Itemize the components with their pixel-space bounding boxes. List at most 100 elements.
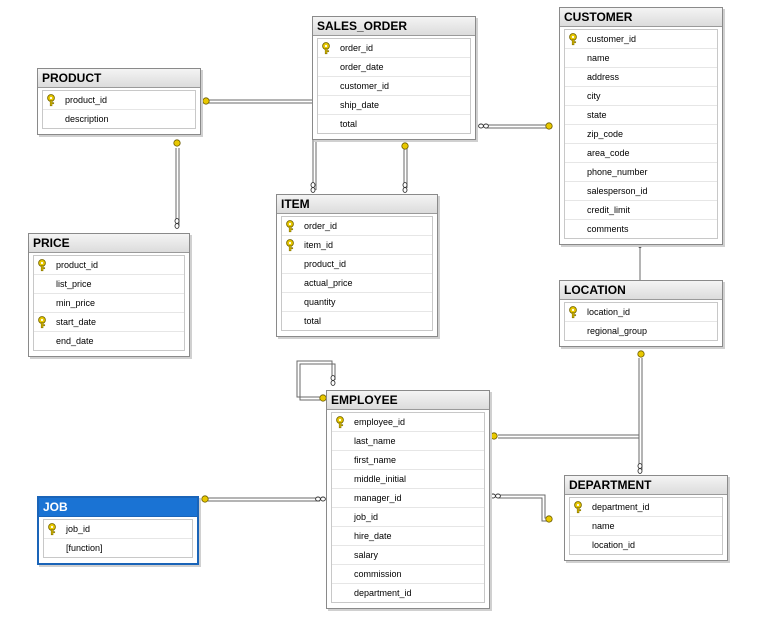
column-row[interactable]: commission bbox=[332, 565, 484, 584]
primary-key-icon bbox=[568, 305, 582, 319]
column-row[interactable]: quantity bbox=[282, 293, 432, 312]
infinity-end-icon bbox=[490, 493, 496, 499]
column-row[interactable]: middle_initial bbox=[332, 470, 484, 489]
column-name: order_date bbox=[340, 62, 384, 72]
column-name: state bbox=[587, 110, 607, 120]
column-row[interactable]: customer_id bbox=[565, 30, 717, 49]
table-title[interactable]: PRODUCT bbox=[38, 69, 200, 88]
column-name: first_name bbox=[354, 455, 397, 465]
column-row[interactable]: product_id bbox=[282, 255, 432, 274]
infinity-end-icon bbox=[310, 182, 316, 188]
column-row[interactable]: phone_number bbox=[565, 163, 717, 182]
primary-key-icon bbox=[37, 258, 51, 272]
table-job[interactable]: JOB job_id[function] bbox=[37, 496, 199, 565]
rel-department-employee[interactable] bbox=[498, 494, 552, 522]
column-row[interactable]: ship_date bbox=[318, 96, 470, 115]
column-row[interactable]: name bbox=[565, 49, 717, 68]
column-row[interactable]: item_id bbox=[282, 236, 432, 255]
column-row[interactable]: total bbox=[282, 312, 432, 330]
column-row[interactable]: department_id bbox=[570, 498, 722, 517]
column-row[interactable]: zip_code bbox=[565, 125, 717, 144]
column-row[interactable]: customer_id bbox=[318, 77, 470, 96]
column-row[interactable]: product_id bbox=[34, 256, 184, 275]
column-row[interactable]: credit_limit bbox=[565, 201, 717, 220]
column-name: total bbox=[304, 316, 322, 326]
table-title[interactable]: SALES_ORDER bbox=[313, 17, 475, 36]
column-name: customer_id bbox=[340, 81, 390, 91]
column-row[interactable]: start_date bbox=[34, 313, 184, 332]
table-title[interactable]: ITEM bbox=[277, 195, 437, 214]
column-row[interactable]: city bbox=[565, 87, 717, 106]
column-row[interactable]: job_id bbox=[332, 508, 484, 527]
table-price[interactable]: PRICE product_id list_price min_price start_… bbox=[28, 233, 190, 357]
column-row[interactable]: last_name bbox=[332, 432, 484, 451]
primary-key-icon bbox=[568, 32, 582, 46]
column-row[interactable]: order_id bbox=[282, 217, 432, 236]
column-row[interactable]: salesperson_id bbox=[565, 182, 717, 201]
column-row[interactable]: order_date bbox=[318, 58, 470, 77]
column-row[interactable]: employee_id bbox=[332, 413, 484, 432]
table-title[interactable]: EMPLOYEE bbox=[327, 391, 489, 410]
column-row[interactable]: actual_price bbox=[282, 274, 432, 293]
column-row[interactable]: name bbox=[570, 517, 722, 536]
column-row[interactable]: comments bbox=[565, 220, 717, 238]
column-row[interactable]: list_price bbox=[34, 275, 184, 294]
table-title[interactable]: DEPARTMENT bbox=[565, 476, 727, 495]
column-row[interactable]: manager_id bbox=[332, 489, 484, 508]
table-sales-order[interactable]: SALES_ORDER order_id order_date customer_id… bbox=[312, 16, 476, 140]
rel-job-employee[interactable] bbox=[208, 497, 320, 502]
rel-customer-salesorder[interactable] bbox=[485, 124, 552, 129]
rel-product-item[interactable] bbox=[203, 99, 317, 190]
infinity-end-icon bbox=[174, 218, 180, 224]
column-name: salary bbox=[354, 550, 379, 560]
primary-key-icon bbox=[321, 41, 335, 55]
column-row[interactable]: location_id bbox=[565, 303, 717, 322]
key-end-icon bbox=[490, 432, 498, 440]
column-row[interactable]: end_date bbox=[34, 332, 184, 350]
column-row[interactable]: order_id bbox=[318, 39, 470, 58]
table-title[interactable]: PRICE bbox=[29, 234, 189, 253]
infinity-end-icon bbox=[402, 182, 408, 188]
column-name: commission bbox=[354, 569, 402, 579]
column-name: total bbox=[340, 119, 358, 129]
column-name: salesperson_id bbox=[587, 186, 648, 196]
column-row[interactable]: job_id bbox=[44, 520, 192, 539]
column-name: employee_id bbox=[354, 417, 406, 427]
column-name: start_date bbox=[56, 317, 97, 327]
table-title[interactable]: LOCATION bbox=[560, 281, 722, 300]
column-row[interactable]: location_id bbox=[570, 536, 722, 554]
column-row[interactable]: area_code bbox=[565, 144, 717, 163]
primary-key-icon bbox=[573, 500, 587, 514]
rel-employee-self[interactable] bbox=[296, 360, 336, 401]
rel-product-price[interactable] bbox=[175, 148, 180, 226]
column-row[interactable]: state bbox=[565, 106, 717, 125]
column-row[interactable]: total bbox=[318, 115, 470, 133]
column-row[interactable]: [function] bbox=[44, 539, 192, 557]
column-row[interactable]: min_price bbox=[34, 294, 184, 313]
rel-location-employee-department[interactable] bbox=[498, 358, 643, 470]
column-row[interactable]: salary bbox=[332, 546, 484, 565]
column-name: job_id bbox=[354, 512, 379, 522]
column-row[interactable]: product_id bbox=[43, 91, 195, 110]
infinity-end-icon bbox=[330, 375, 336, 381]
rel-salesorder-item[interactable] bbox=[403, 148, 408, 188]
column-row[interactable]: regional_group bbox=[565, 322, 717, 340]
column-row[interactable]: department_id bbox=[332, 584, 484, 602]
column-row[interactable]: hire_date bbox=[332, 527, 484, 546]
table-title[interactable]: JOB bbox=[39, 498, 197, 517]
column-row[interactable]: address bbox=[565, 68, 717, 87]
column-row[interactable]: description bbox=[43, 110, 195, 128]
table-title[interactable]: CUSTOMER bbox=[560, 8, 722, 27]
column-name: list_price bbox=[56, 279, 92, 289]
column-row[interactable]: first_name bbox=[332, 451, 484, 470]
